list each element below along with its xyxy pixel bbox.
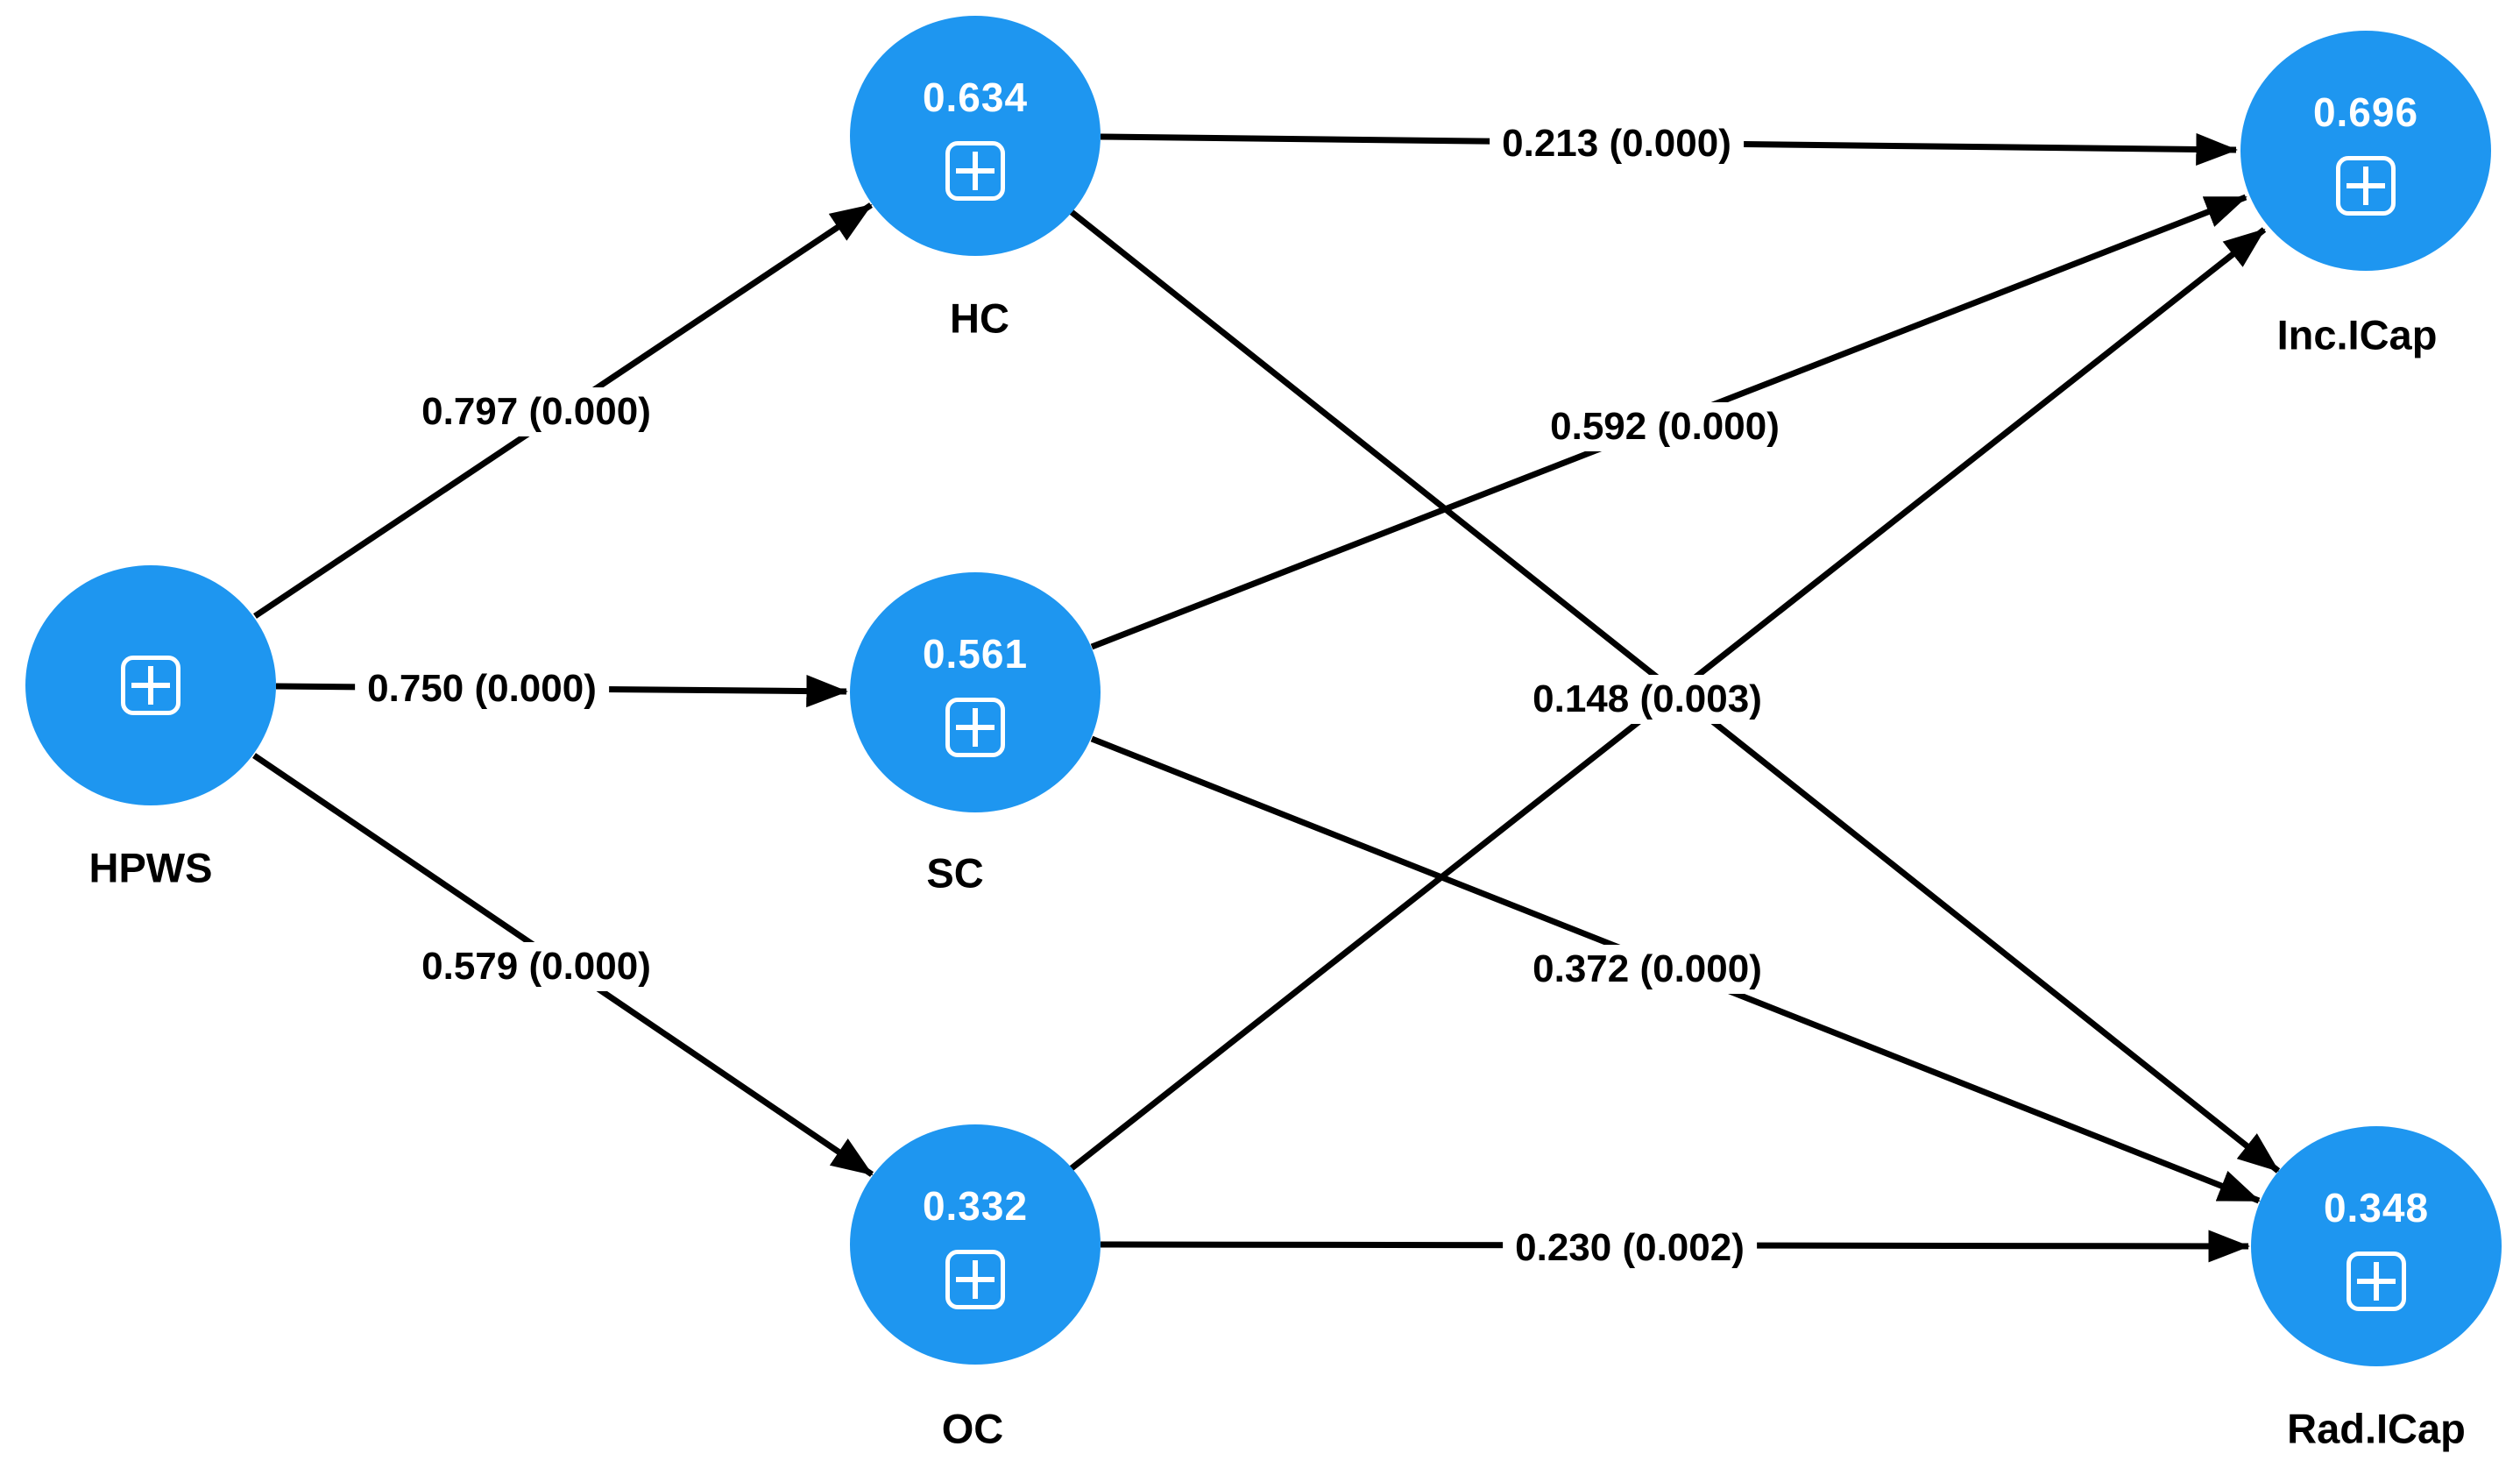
path-coefficient-sc-to-inc_icap: 0.592 (0.000) [1538,402,1792,451]
construct-label-hc: HC [950,294,1009,342]
path-coefficient-hpws-to-sc: 0.750 (0.000) [355,664,609,713]
r-squared-value: 0.696 [2312,89,2419,135]
squared-plus-icon[interactable] [2347,1252,2406,1311]
path-coefficient-hc-to-inc_icap: 0.213 (0.000) [1490,119,1744,168]
construct-node-hc[interactable]: 0.634 [850,16,1101,256]
path-coefficient-hpws-to-hc: 0.797 (0.000) [409,387,663,436]
construct-label-inc_icap: Inc.ICap [2276,311,2438,358]
construct-label-oc: OC [941,1405,1004,1452]
path-coefficient-oc-to-rad_icap: 0.230 (0.002) [1503,1223,1757,1273]
squared-plus-icon[interactable] [945,141,1005,201]
squared-plus-icon[interactable] [121,656,181,715]
path-coefficient-hpws-to-oc: 0.579 (0.000) [409,942,663,991]
r-squared-value: 0.332 [922,1183,1029,1229]
plus-vertical-bar [973,1260,978,1299]
r-squared-value: 0.348 [2323,1185,2430,1230]
construct-label-rad_icap: Rad.ICap [2287,1405,2466,1452]
construct-node-rad_icap[interactable]: 0.348 [2251,1126,2502,1366]
plus-vertical-bar [973,152,978,190]
path-coefficient-sc-to-rad_icap: 0.372 (0.000) [1520,945,1774,994]
plus-vertical-bar [2374,1262,2379,1301]
construct-label-hpws: HPWS [88,844,213,891]
construct-node-inc_icap[interactable]: 0.696 [2240,31,2491,271]
path-coefficient-oc-to-inc_icap: 0.148 (0.003) [1520,675,1774,724]
plus-vertical-bar [973,708,978,747]
squared-plus-icon[interactable] [945,698,1005,757]
r-squared-value: 0.561 [922,631,1029,677]
plus-vertical-bar [2363,167,2368,205]
plus-vertical-bar [148,666,153,705]
squared-plus-icon[interactable] [2336,156,2396,216]
construct-node-oc[interactable]: 0.332 [850,1124,1101,1365]
r-squared-value: 0.634 [922,74,1029,120]
construct-label-sc: SC [926,849,984,897]
squared-plus-icon[interactable] [945,1250,1005,1309]
construct-node-sc[interactable]: 0.561 [850,572,1101,812]
construct-node-hpws[interactable] [25,565,276,805]
